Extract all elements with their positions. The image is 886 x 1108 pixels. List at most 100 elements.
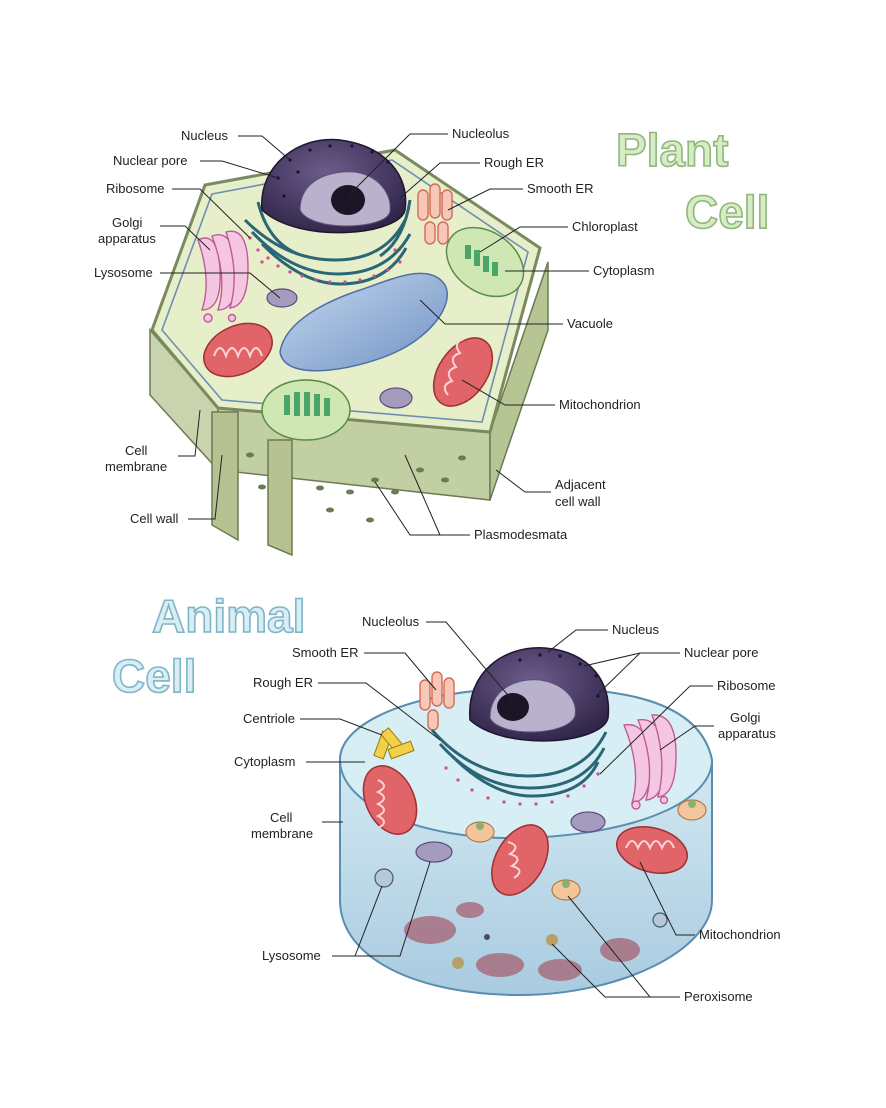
plant-nucleolus [331, 185, 365, 215]
animal-mitochondrion-right [616, 826, 688, 874]
animal-lower-organelles [404, 902, 640, 981]
leader-plant-adjacent-cell-wall [495, 469, 551, 493]
leader-animal-golgi [659, 725, 714, 751]
plant-chloroplast-bottom [261, 379, 351, 441]
animal-ribosomes [444, 766, 600, 806]
label-animal-peroxisome: Peroxisome [684, 989, 753, 1004]
animal-lysosome-2 [570, 811, 606, 833]
label-animal-golgi-line2: apparatus [718, 726, 776, 741]
leader-plant-nuclear-pore [200, 160, 279, 179]
animal-lysosome-right [652, 912, 668, 928]
plant-cell-membrane [161, 159, 529, 423]
label-animal-golgi-line1: Golgi [730, 710, 760, 725]
plasmodesmata-holes [246, 452, 466, 523]
leader-plant-nucleus [238, 135, 291, 161]
leader-animal-rough-er [318, 682, 441, 741]
label-animal-cell-membrane-line1: Cell [270, 810, 293, 825]
label-plant-nuclear-pore: Nuclear pore [113, 153, 187, 168]
animal-peroxisome-2 [551, 879, 581, 901]
animal-mitochondrion-center [491, 824, 549, 896]
animal-title-line2: Cell [112, 650, 196, 702]
animal-cell-illustration [338, 647, 714, 997]
animal-labels: Nucleolus Smooth ER Rough ER Centriole C… [234, 614, 781, 1004]
animal-golgi-apparatus [623, 714, 677, 810]
animal-nucleus [469, 647, 610, 742]
plant-vacuole [279, 272, 448, 372]
leader-plant-rough-er [399, 162, 480, 199]
plant-rough-er [243, 199, 412, 286]
label-animal-ribosome: Ribosome [717, 678, 776, 693]
leader-plant-ribosome [172, 188, 251, 239]
leader-animal-smooth-er [364, 652, 437, 691]
plant-golgi-apparatus [197, 230, 249, 323]
plant-wall-post-middle [267, 439, 293, 557]
leader-plant-vacuole [419, 299, 563, 325]
plant-title-line2: Cell [685, 186, 769, 238]
plant-nucleus [261, 138, 407, 234]
leader-plant-plasmodesmata-b [404, 454, 441, 536]
label-plant-cell-wall: Cell wall [130, 511, 179, 526]
animal-centriole [373, 727, 415, 760]
animal-peroxisome-1 [465, 821, 495, 843]
label-animal-lysosome: Lysosome [262, 948, 321, 963]
leader-plant-cell-wall [188, 454, 223, 520]
leader-animal-nuclear-pore-a [583, 652, 680, 667]
label-animal-nucleus: Nucleus [612, 622, 659, 637]
plant-lysosome-2 [379, 387, 413, 409]
plant-cell-wall-right-face [489, 261, 549, 501]
label-animal-centriole: Centriole [243, 711, 295, 726]
label-plant-nucleus: Nucleus [181, 128, 228, 143]
animal-nuclear-pores [518, 653, 600, 698]
label-plant-golgi-line1: Golgi [112, 215, 142, 230]
animal-vesicle-3 [484, 934, 490, 940]
label-plant-adjacent-line1: Adjacent [555, 477, 606, 492]
plant-smooth-er [417, 183, 453, 245]
label-plant-chloroplast: Chloroplast [572, 219, 638, 234]
label-plant-smooth-er: Smooth ER [527, 181, 593, 196]
leader-plant-chloroplast [479, 226, 568, 253]
animal-vesicle-1 [546, 934, 558, 946]
plant-title-line1: Plant [616, 124, 728, 176]
label-animal-mitochondrion: Mitochondrion [699, 927, 781, 942]
animal-nucleolus [497, 693, 529, 721]
leader-plant-cell-membrane [178, 409, 201, 457]
label-plant-mitochondrion: Mitochondrion [559, 397, 641, 412]
leader-animal-mitochondrion [639, 861, 695, 936]
label-plant-cell-membrane-line2: membrane [105, 459, 167, 474]
plant-lysosome [266, 288, 298, 308]
plant-chloroplast-right [445, 226, 525, 298]
animal-mitochondrion-left [362, 765, 418, 835]
label-animal-nuclear-pore: Nuclear pore [684, 645, 758, 660]
label-plant-cytoplasm: Cytoplasm [593, 263, 654, 278]
leader-animal-lysosome-b [355, 861, 431, 957]
plant-ribosomes [248, 236, 402, 284]
animal-peroxisome-3 [677, 799, 707, 821]
plant-labels: Nucleus Nuclear pore Ribosome Golgi appa… [94, 126, 654, 542]
leader-animal-centriole [300, 718, 383, 736]
label-plant-nucleolus: Nucleolus [452, 126, 510, 141]
animal-vesicle-2 [452, 957, 464, 969]
leader-animal-peroxisome-b [551, 943, 650, 998]
label-animal-smooth-er: Smooth ER [292, 645, 358, 660]
animal-lysosome-lower [374, 868, 394, 888]
label-plant-vacuole: Vacuole [567, 316, 613, 331]
leader-animal-nucleolus [426, 621, 513, 701]
leader-animal-ribosome [599, 685, 713, 775]
plant-wall-post-left [211, 411, 239, 542]
label-plant-golgi-line2: apparatus [98, 231, 156, 246]
leader-plant-golgi [160, 225, 211, 251]
animal-rough-er [430, 729, 608, 798]
animal-title-line1: Animal [152, 590, 305, 642]
plant-cell-illustration [149, 138, 549, 557]
label-plant-cell-membrane-line1: Cell [125, 443, 148, 458]
leader-animal-nuclear-pore-b [597, 652, 641, 695]
label-plant-plasmodesmata: Plasmodesmata [474, 527, 568, 542]
label-plant-adjacent-line2: cell wall [555, 494, 601, 509]
leader-plant-smooth-er [447, 188, 523, 211]
animal-lysosome-1 [415, 841, 453, 863]
label-plant-rough-er: Rough ER [484, 155, 544, 170]
label-animal-rough-er: Rough ER [253, 675, 313, 690]
label-animal-nucleolus: Nucleolus [362, 614, 420, 629]
label-animal-cell-membrane-line2: membrane [251, 826, 313, 841]
